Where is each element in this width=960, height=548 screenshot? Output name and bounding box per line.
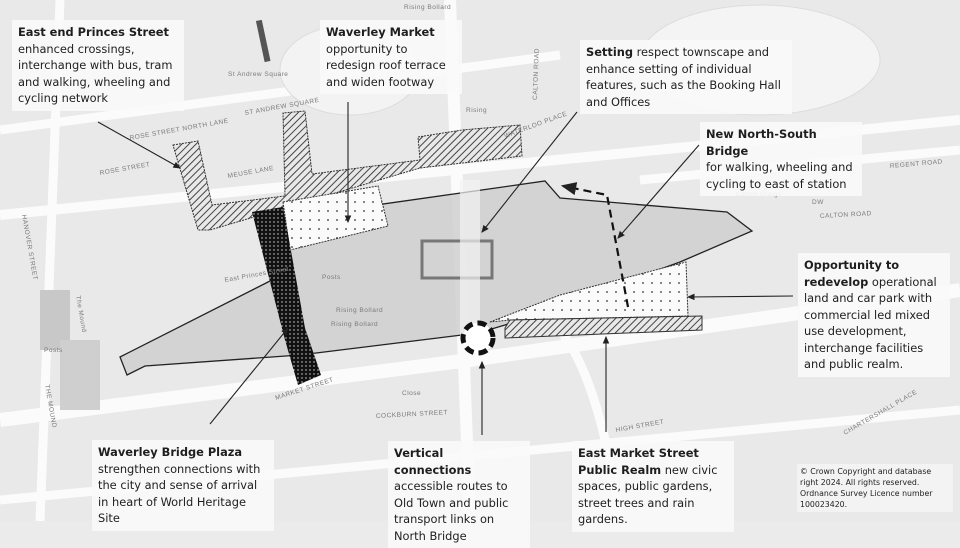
annotation-title: New North-South Bridge <box>706 127 817 158</box>
street-label: Rising Bollard <box>336 307 383 314</box>
street-label: CALTON ROAD <box>532 48 541 100</box>
annotation-east-end-princes-street: East end Princes Street enhanced crossing… <box>12 20 184 111</box>
annotation-waverley-bridge-plaza: Waverley Bridge Plaza strengthen connecti… <box>92 440 274 531</box>
street-label: Rising <box>466 107 487 114</box>
annotation-title: Opportunity to redevelop <box>804 258 900 289</box>
annotation-body: strengthen connections with the city and… <box>98 461 261 526</box>
east-redevelopment-dotted-area <box>489 261 689 323</box>
booking-hall-outline <box>420 239 494 280</box>
street-label: DW <box>812 199 824 206</box>
copyright-notice: © Crown Copyright and database right 202… <box>797 464 953 512</box>
street-label: REGENT ROAD <box>890 158 943 170</box>
street-label: Rising Bollard <box>331 321 378 328</box>
annotation-body: respect townscape and enhance setting of… <box>586 45 781 109</box>
annotation-title: East Market Street Public Realm <box>578 446 699 477</box>
annotation-title: Waverley Bridge Plaza <box>98 445 243 459</box>
annotation-east-market-street-public-realm: East Market Street Public Realm new civi… <box>572 441 734 532</box>
street-label: COCKBURN STREET <box>376 409 448 420</box>
annotation-opportunity-to-redevelop: Opportunity to redevelop operational lan… <box>798 253 950 377</box>
vertical-connection-marker <box>460 320 496 356</box>
annotation-body: opportunity to redesign roof terrace and… <box>326 41 446 89</box>
annotation-setting: Setting respect townscape and enhance se… <box>580 40 792 114</box>
street-label: Rising Bollard <box>404 4 451 11</box>
annotation-body: accessible routes to Old Town and public… <box>394 479 509 543</box>
waverley-market-dotted-area <box>282 185 389 251</box>
street-label: Posts <box>44 347 63 354</box>
east-market-street-hatched-area <box>504 315 703 339</box>
annotation-body: enhanced crossings, interchange with bus… <box>18 41 173 106</box>
annotation-title: East end Princes Street <box>18 25 169 39</box>
annotation-title: Setting <box>586 45 633 59</box>
annotation-body: operational land and car park with comme… <box>804 274 937 372</box>
north-south-bridge-dashed-route <box>560 182 630 308</box>
street-label: St Andrew Square <box>228 71 288 78</box>
annotation-body: for walking, wheeling and cycling to eas… <box>706 160 853 191</box>
waverley-bridge-plaza <box>252 207 321 385</box>
annotation-title: Vertical connections <box>394 446 472 477</box>
street-label: Posts <box>322 274 341 281</box>
street-label: Close <box>402 390 421 397</box>
street-label: CALTON ROAD <box>820 210 872 220</box>
leader-lines <box>97 102 794 435</box>
annotation-body: new civic spaces, public gardens, street… <box>578 462 718 527</box>
annotation-title: Waverley Market <box>326 25 435 39</box>
annotation-waverley-market: Waverley Market opportunity to redesign r… <box>320 20 462 94</box>
